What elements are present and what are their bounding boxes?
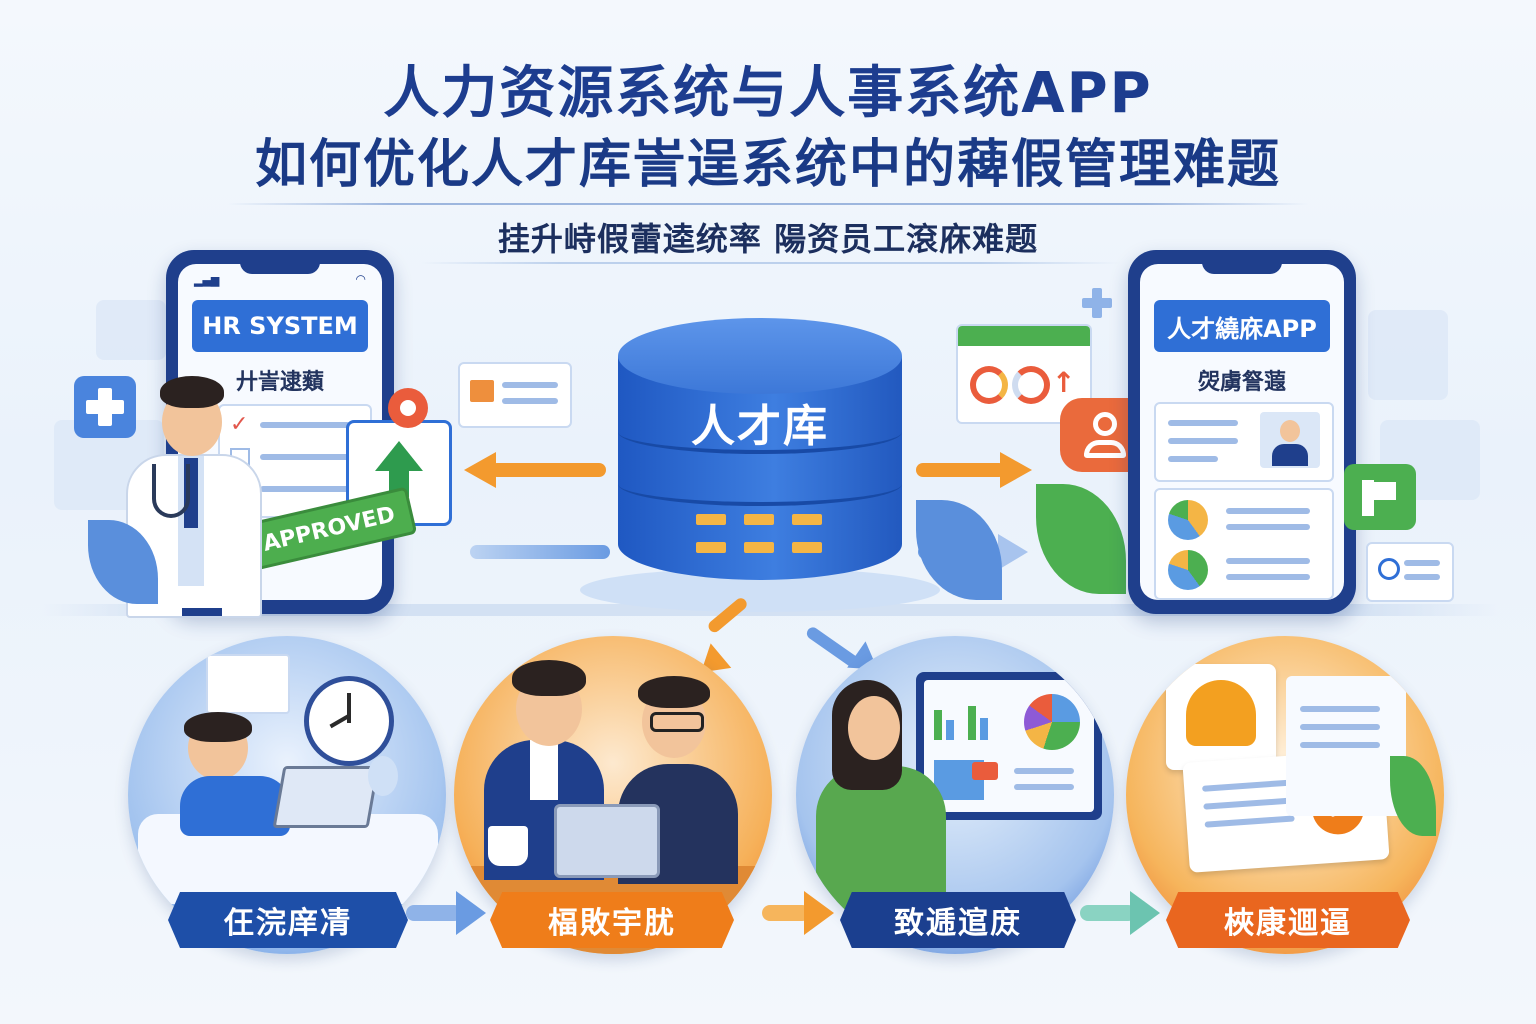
donut-chart-icon — [1012, 366, 1050, 404]
flow-arrow-3 — [1080, 891, 1162, 935]
search-card — [1366, 542, 1454, 602]
coffee-cup-icon — [488, 826, 528, 866]
plant-decoration — [1390, 756, 1436, 836]
monitor — [916, 672, 1102, 820]
patient-body — [180, 776, 290, 836]
clock-icon — [304, 676, 394, 766]
wifi-icon: ◠ — [355, 272, 366, 286]
flow-arrow-1 — [406, 891, 486, 935]
title-divider — [228, 203, 1308, 205]
man-right-hair — [638, 676, 710, 708]
document-card-back — [1286, 676, 1406, 816]
bg-card-left-2 — [96, 300, 166, 360]
flag-icon — [1344, 464, 1416, 530]
step-2-label: 楅敗宇肬 — [490, 892, 734, 948]
page-subtitle: 挂升峙假蕾逵统率 陽资员工滾庥难题 — [497, 220, 1039, 258]
search-icon — [1378, 558, 1400, 580]
calendar-icon — [206, 654, 290, 714]
avatar — [1260, 412, 1320, 468]
plus-icon-left — [74, 376, 136, 438]
card-icon — [972, 762, 998, 780]
report-card — [1154, 488, 1334, 600]
woman-head — [848, 696, 900, 760]
hr-system-subheader: 廾訔逮蘱 — [235, 370, 324, 395]
page-title: 人力资源系统与人事系统APP — [383, 61, 1153, 126]
stethoscope-icon — [152, 464, 190, 518]
laptop-icon — [272, 766, 380, 828]
upload-card — [346, 420, 452, 526]
document-card-left — [458, 362, 572, 428]
bell-icon — [1186, 680, 1256, 746]
man-left-hair — [512, 660, 586, 696]
patient-hair — [184, 712, 252, 742]
plant-decoration — [1036, 484, 1126, 594]
database-label: 人才库 — [691, 401, 829, 452]
step-3-label: 致逓逭庻 — [840, 892, 1076, 948]
subtitle-divider — [420, 262, 1120, 264]
donut-chart-icon — [970, 366, 1008, 404]
step-4-label: 梜康逥逼 — [1166, 892, 1410, 948]
lock-icon — [388, 388, 428, 428]
talent-app-subheader: 焈虜詧蕸 — [1197, 370, 1286, 395]
talent-app-phone: 人才繞庥APP 焈虜詧蕸 — [1128, 250, 1356, 614]
chart-icon — [1168, 550, 1208, 590]
phone-screen: 人才繞庥APP 焈虜詧蕸 — [1140, 264, 1344, 600]
plus-icon-right — [1082, 288, 1112, 318]
orange-arrow-right — [916, 452, 1032, 488]
talent-app-header: 人才繞庥APP — [1154, 300, 1330, 352]
blue-arrow-left — [470, 545, 610, 559]
glasses-icon — [650, 712, 704, 732]
doctor-figure — [118, 372, 268, 618]
bg-card-right — [1368, 310, 1448, 400]
notification-card — [1166, 664, 1276, 770]
doctor-hair — [160, 376, 224, 408]
signal-icon: ▂▄▆ — [194, 274, 220, 287]
profile-card — [1154, 402, 1334, 482]
arrow-up-icon: ↑ — [1052, 366, 1076, 399]
chart-icon — [1168, 500, 1208, 540]
bar-chart-icon — [934, 710, 942, 740]
flow-arrow-2 — [762, 891, 834, 935]
plant-decoration — [368, 756, 398, 796]
woman-body — [816, 766, 946, 916]
laptop-icon — [554, 804, 660, 878]
hr-system-header: HR SYSTEM — [192, 300, 368, 352]
talent-database: 人才库 — [580, 318, 940, 612]
checkmark-icon: ✓ — [230, 412, 249, 437]
step-1-label: 仼浣庠凊 — [168, 892, 408, 948]
arrow-up-icon — [375, 441, 423, 471]
pie-chart-icon — [1024, 694, 1080, 750]
orange-arrow-left — [464, 452, 606, 488]
page-title-line2: 如何优化人才库訔逞系统中的薭假管理难题 — [254, 135, 1281, 195]
